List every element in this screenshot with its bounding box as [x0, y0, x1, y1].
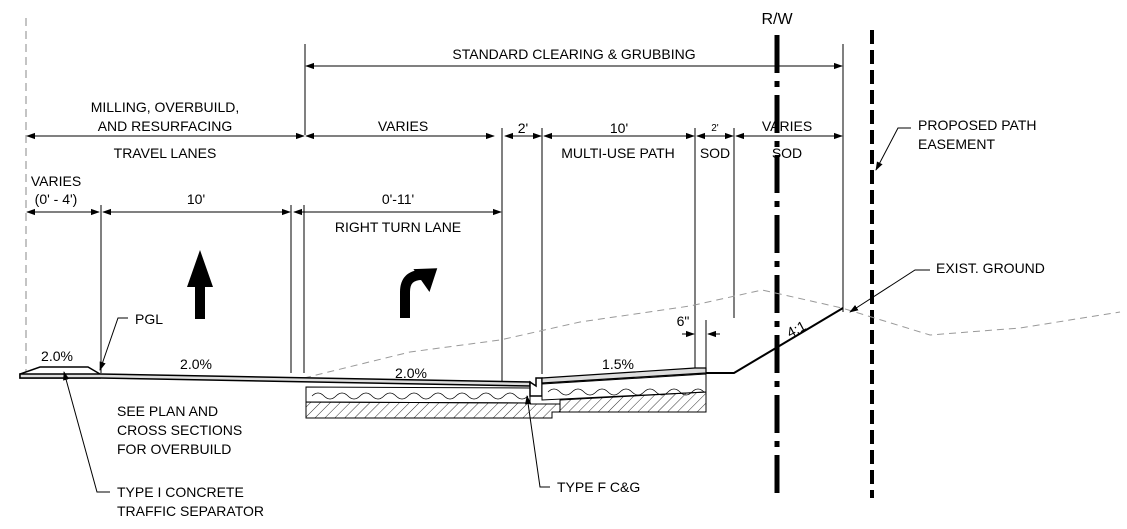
- through-lane-arrow-icon: [187, 250, 213, 319]
- slope-path-label: 1.5%: [602, 356, 634, 372]
- varies-mid-label: VARIES: [378, 118, 428, 134]
- varies-left-range-label: (0' - 4'): [35, 191, 78, 207]
- clearing-label: STANDARD CLEARING & GRUBBING: [452, 46, 695, 62]
- slope-left-label: 2.0%: [41, 348, 73, 364]
- see-plan-note-line2: CROSS SECTIONS: [117, 422, 242, 438]
- sod-slope-profile: [706, 307, 844, 374]
- subgrade-hatch: [305, 401, 561, 419]
- milling-label-line2: AND RESURFACING: [98, 118, 233, 134]
- slope-4-1-label: 4:1: [784, 317, 809, 340]
- path-base-texture: [547, 388, 705, 396]
- see-plan-note-line3: FOR OVERBUILD: [117, 441, 231, 457]
- six-inch-label: 6": [677, 313, 690, 329]
- pgl-label: PGL: [135, 311, 163, 327]
- type-i-label-line2: TRAFFIC SEPARATOR: [117, 503, 264, 519]
- base-course-texture: [311, 392, 529, 400]
- curb-and-gutter: [529, 377, 543, 397]
- turn-range-label: 0'-11': [382, 191, 414, 207]
- right-turn-arrow-icon: [400, 268, 438, 318]
- varies-left-label: VARIES: [31, 173, 81, 189]
- rw-label: R/W: [761, 11, 793, 28]
- slope-turn-label: 2.0%: [395, 365, 427, 381]
- existing-ground-line: [303, 289, 1121, 379]
- type-f-label: TYPE F C&G: [557, 479, 640, 495]
- easement-leader: [875, 127, 911, 171]
- dim-2ft-label: 2': [518, 120, 528, 136]
- see-plan-note-line1: SEE PLAN AND: [117, 403, 218, 419]
- pavement-surface: [19, 373, 531, 387]
- proposed-path-label-line2: EASEMENT: [918, 136, 995, 152]
- exist-ground-label: EXIST. GROUND: [936, 260, 1045, 276]
- path-subgrade-hatch: [559, 391, 707, 413]
- travel-lanes-label: TRAVEL LANES: [114, 145, 217, 161]
- multi-use-path-label: MULTI-USE PATH: [561, 145, 675, 161]
- dim-2ft-small-label: 2': [711, 123, 719, 134]
- sod-small-label: SOD: [700, 145, 730, 161]
- type-i-label-line1: TYPE I CONCRETE: [117, 484, 244, 500]
- pgl-leader: [99, 317, 128, 371]
- type-f-leader: [525, 395, 550, 488]
- dim-10ft-lane-label: 10': [187, 191, 205, 207]
- right-turn-lane-label: RIGHT TURN LANE: [335, 219, 461, 235]
- proposed-path-label-line1: PROPOSED PATH: [918, 117, 1037, 133]
- milling-label-line1: MILLING, OVERBUILD,: [91, 99, 240, 115]
- dim-10ft-path-label: 10': [610, 120, 628, 136]
- slope-lane-label: 2.0%: [180, 356, 212, 372]
- sod-right-label: SOD: [772, 145, 802, 161]
- exist-ground-leader: [849, 269, 930, 313]
- varies-right-label: VARIES: [762, 118, 812, 134]
- type-i-leader: [63, 371, 110, 493]
- base-course: [305, 386, 531, 404]
- multi-use-path-surface: [541, 367, 707, 384]
